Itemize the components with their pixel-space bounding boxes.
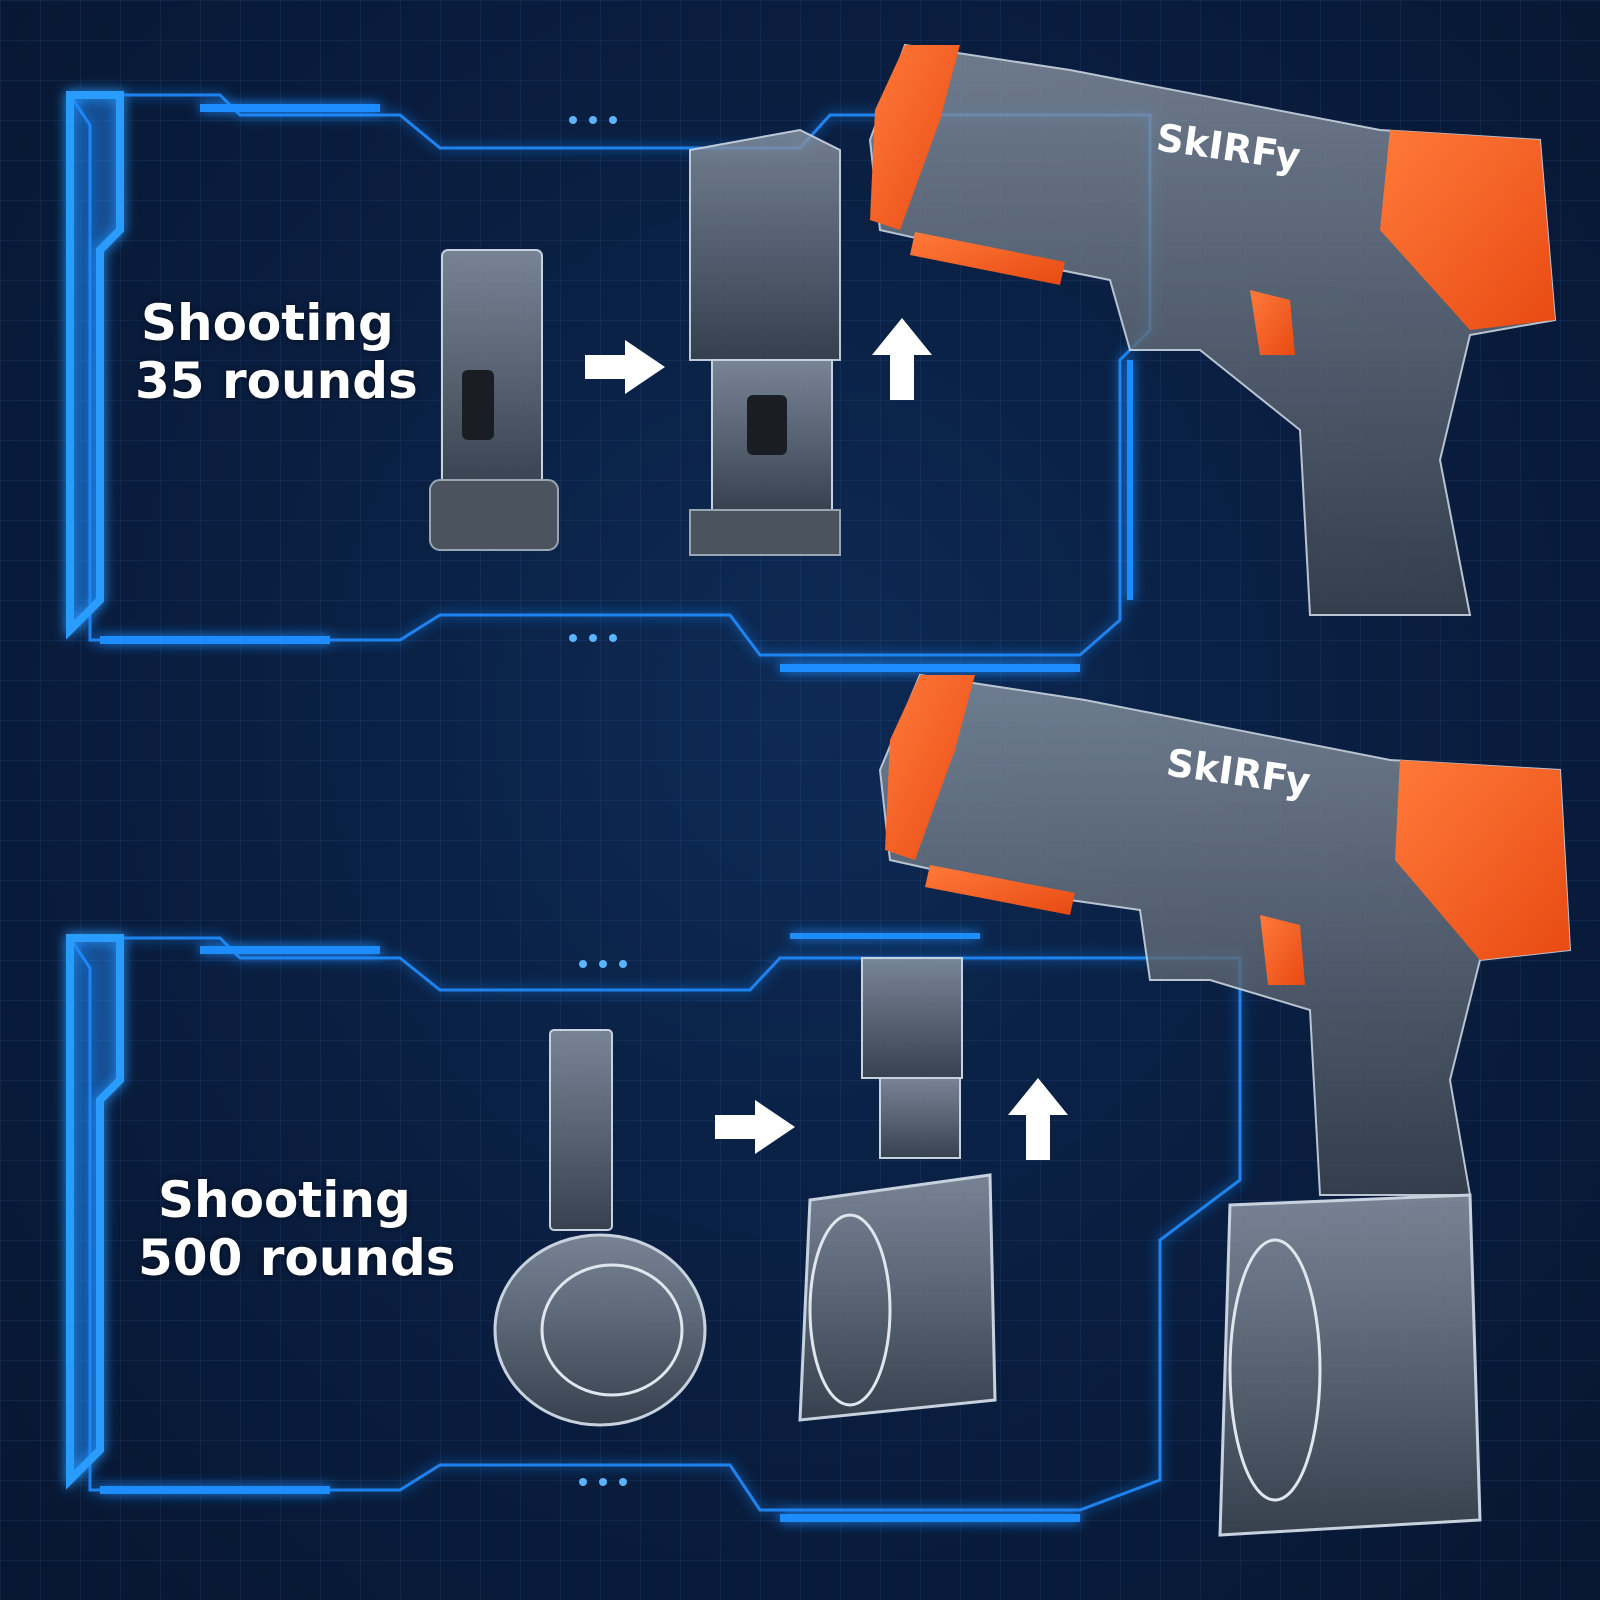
label-line1: Shooting [158,1171,411,1229]
panel-frame-bottom [66,933,1242,1522]
right-arrow-icon [715,1100,795,1154]
blaster-bottom: SkIRFy [878,673,1572,1537]
up-arrow-icon [872,318,932,400]
dots-icon [579,960,627,1486]
blaster-top: SkIRFy [868,43,1557,616]
right-arrow-icon [585,340,665,394]
panel-label-500: Shooting 500 rounds [138,1171,456,1287]
drum-magazine [493,1029,707,1427]
label-line2: 35 rounds [135,351,418,410]
grip-with-magazine [689,128,841,556]
panel-label-35: Shooting 35 rounds [135,294,418,410]
small-magazine [429,249,559,551]
panel-frame-top [66,91,1152,672]
label-line2: 500 rounds [138,1228,456,1287]
label-line1: Shooting [141,294,394,352]
up-arrow-icon [1008,1078,1068,1160]
dots-icon [569,116,617,642]
drum-in-grip [798,957,997,1422]
